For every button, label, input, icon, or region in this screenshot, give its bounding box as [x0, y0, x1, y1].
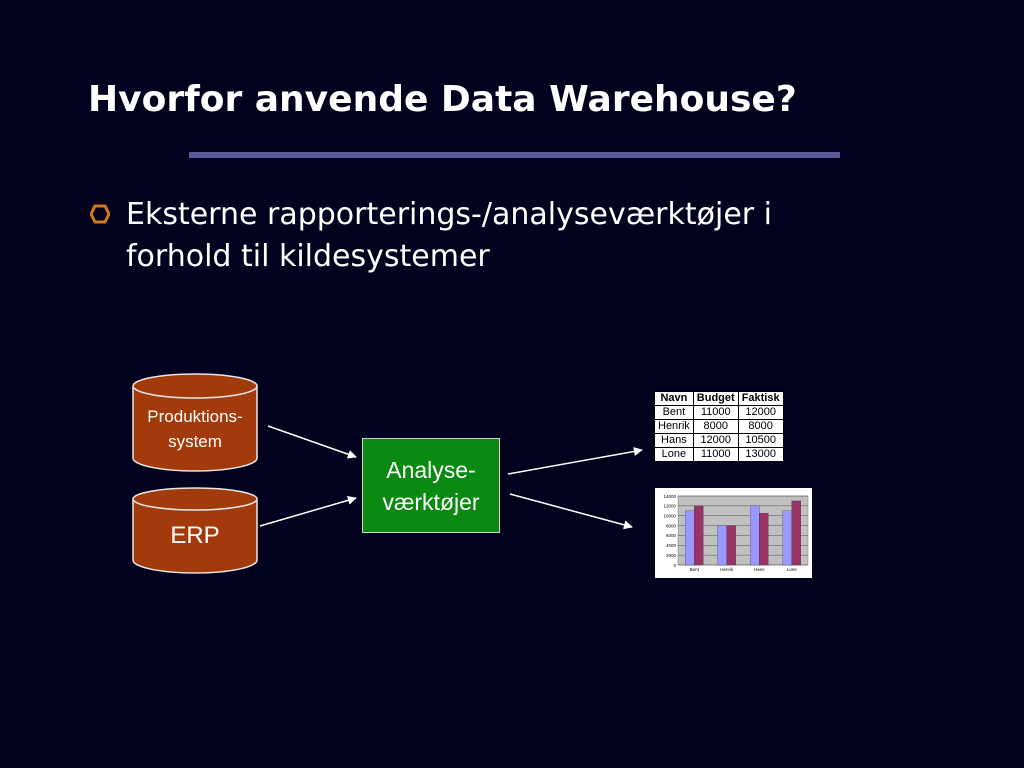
table-cell: Bent [654, 405, 694, 420]
y-tick-label: 12000 [663, 504, 676, 509]
table-cell: 12000 [692, 433, 739, 448]
y-tick-label: 0 [673, 563, 676, 568]
table-cell: 11000 [692, 405, 739, 420]
x-tick-label: Lone [787, 567, 798, 572]
y-tick-label: 4000 [666, 543, 677, 548]
col-header-budget: Budget [692, 391, 739, 406]
arrow-tool-to-table [507, 446, 643, 475]
table-row: Bent 11000 12000 [654, 405, 784, 420]
col-header-faktisk: Faktisk [737, 391, 784, 406]
produktionssystem-database-icon [132, 373, 258, 472]
table-header-row: Navn Budget Faktisk [654, 391, 784, 406]
arrow-erp-to-tool [259, 495, 357, 527]
produktionssystem-label: Produktions- system [147, 407, 243, 451]
table-cell: Hans [654, 433, 694, 448]
y-tick-label: 6000 [666, 533, 677, 538]
slide-title: Hvorfor anvende Data Warehouse? [88, 79, 797, 120]
y-tick-label: 14000 [663, 494, 676, 499]
bar [750, 505, 760, 566]
analysevaerktojer-box: Analyse- værktøjer [362, 438, 500, 533]
bar [685, 510, 695, 566]
arrow-prod-to-tool [267, 425, 357, 459]
erp-label: ERP [170, 522, 220, 549]
y-tick-label: 2000 [666, 553, 677, 558]
tool-label-line1: Analyse- [386, 456, 476, 483]
table-cell: Henrik [654, 419, 694, 434]
table-cell: 10500 [737, 433, 784, 448]
arrow-tool-to-chart [509, 493, 633, 530]
table-cell: 8000 [737, 419, 784, 434]
bar [782, 510, 792, 566]
x-tick-label: Henrik [720, 567, 734, 572]
title-divider [189, 152, 840, 158]
bar [717, 525, 727, 566]
y-tick-label: 8000 [666, 523, 677, 528]
bar [791, 500, 801, 566]
report-table: Navn Budget Faktisk Bent 11000 12000 Hen… [654, 391, 784, 462]
table-row: Lone 11000 13000 [654, 447, 784, 462]
erp-database-icon [132, 487, 258, 574]
x-tick-label: Hans [754, 567, 765, 572]
x-tick-label: Bent [690, 567, 700, 572]
bar [759, 513, 769, 566]
y-tick-label: 10000 [663, 514, 676, 519]
table-row: Henrik 8000 8000 [654, 419, 784, 434]
table-cell: 8000 [692, 419, 739, 434]
col-header-navn: Navn [654, 391, 694, 406]
bullet-text: Eksterne rapporterings-/analyseværktøjer… [126, 197, 772, 274]
hexagon-bullet-icon [89, 204, 111, 228]
table-cell: 13000 [737, 447, 784, 462]
table-cell: 11000 [692, 447, 739, 462]
tool-label-line2: værktøjer [382, 488, 480, 515]
table-row: Hans 12000 10500 [654, 433, 784, 448]
table-cell: 12000 [737, 405, 784, 420]
table-cell: Lone [654, 447, 694, 462]
bar [694, 505, 704, 566]
bar [726, 525, 736, 566]
